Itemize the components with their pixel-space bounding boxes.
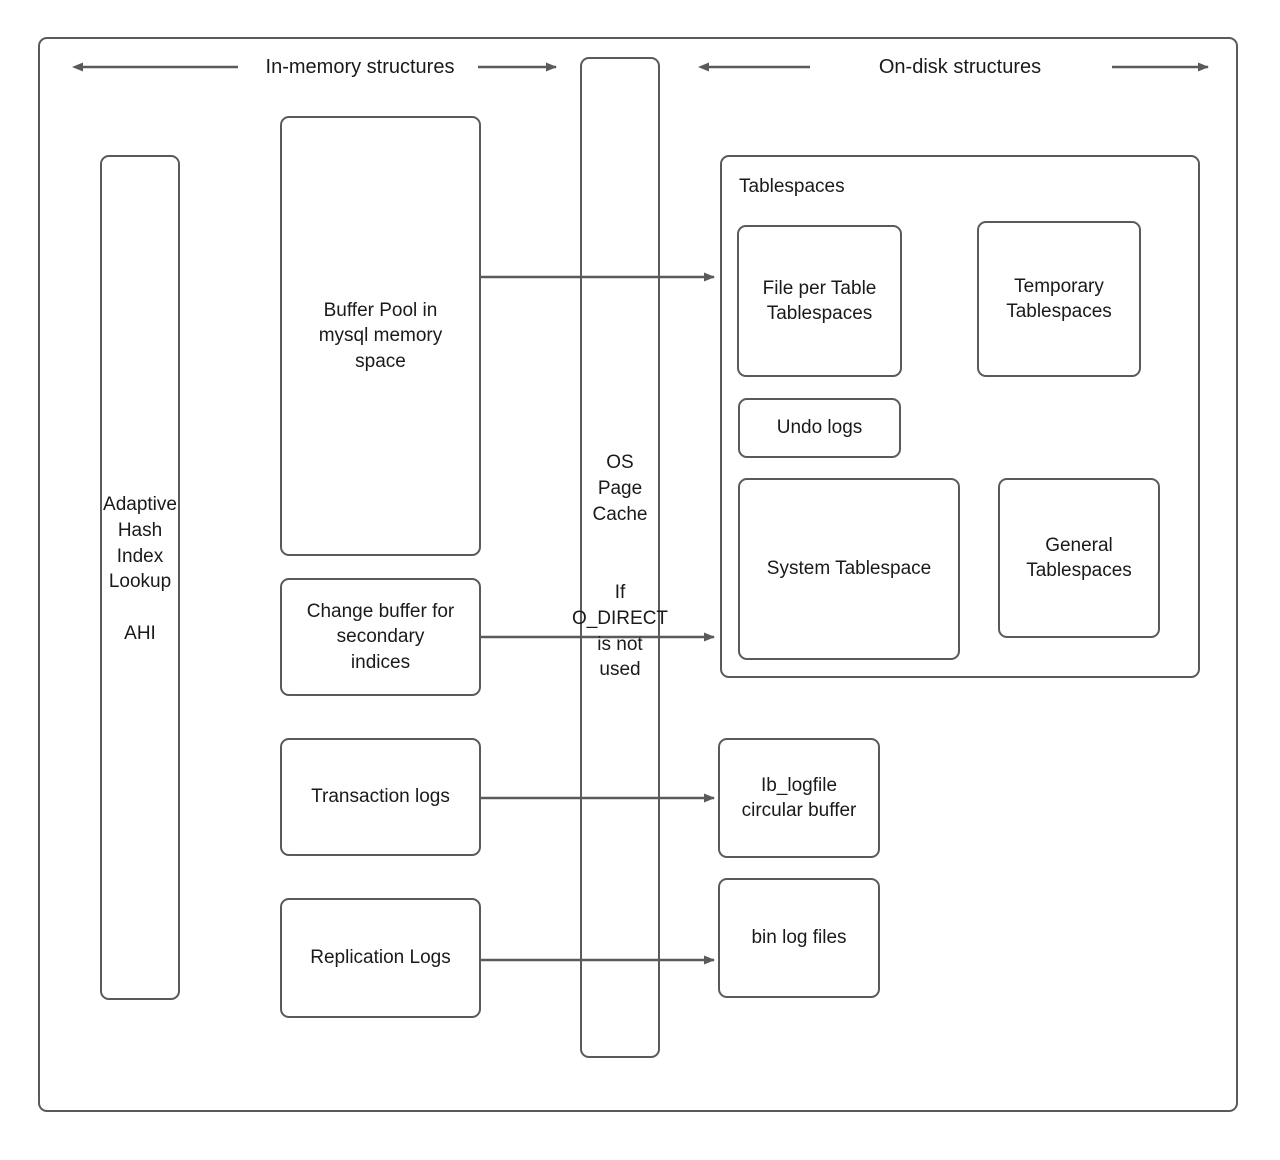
bin-log-files-label: bin log files bbox=[751, 927, 847, 949]
file-per-table-tablespaces-box[interactable]: File per Table Tablespaces bbox=[737, 225, 902, 377]
undo-logs-box[interactable]: Undo logs bbox=[738, 398, 901, 458]
transaction-logs-box[interactable]: Transaction logs bbox=[280, 738, 481, 856]
adaptive-hash-index-box[interactable] bbox=[100, 155, 180, 1000]
os-page-cache-box[interactable] bbox=[580, 57, 660, 1058]
general-tablespaces-box[interactable]: General Tablespaces bbox=[998, 478, 1160, 638]
outer-frame bbox=[38, 37, 1238, 1112]
buffer-pool-box[interactable]: Buffer Pool in mysql memory space bbox=[280, 116, 481, 556]
temporary-tablespaces-box[interactable]: Temporary Tablespaces bbox=[977, 221, 1141, 377]
general-tablespaces-label: General Tablespaces bbox=[1026, 534, 1132, 581]
on-disk-structures-title: On-disk structures bbox=[878, 56, 1042, 78]
tablespaces-container bbox=[720, 155, 1200, 678]
ib-logfile-box[interactable]: Ib_logfile circular buffer bbox=[718, 738, 880, 858]
bin-log-files-box[interactable]: bin log files bbox=[718, 878, 880, 998]
in-memory-structures-title: In-memory structures bbox=[265, 56, 455, 78]
replication-logs-label: Replication Logs bbox=[310, 947, 451, 969]
system-tablespace-box[interactable]: System Tablespace bbox=[738, 478, 960, 660]
file-per-table-tablespaces-label: File per Table Tablespaces bbox=[762, 277, 877, 324]
change-buffer-box[interactable]: Change buffer for secondary indices bbox=[280, 578, 481, 696]
change-buffer-label: Change buffer for secondary indices bbox=[306, 601, 455, 673]
temporary-tablespaces-label: Temporary Tablespaces bbox=[1006, 275, 1112, 322]
buffer-pool-label: Buffer Pool in mysql memory space bbox=[318, 300, 443, 372]
system-tablespace-label: System Tablespace bbox=[766, 558, 932, 580]
undo-logs-label: Undo logs bbox=[776, 417, 863, 439]
transaction-logs-label: Transaction logs bbox=[311, 786, 450, 808]
ib-logfile-label: Ib_logfile circular buffer bbox=[741, 774, 857, 821]
tablespaces-container-label: Tablespaces bbox=[739, 176, 845, 197]
replication-logs-box[interactable]: Replication Logs bbox=[280, 898, 481, 1018]
